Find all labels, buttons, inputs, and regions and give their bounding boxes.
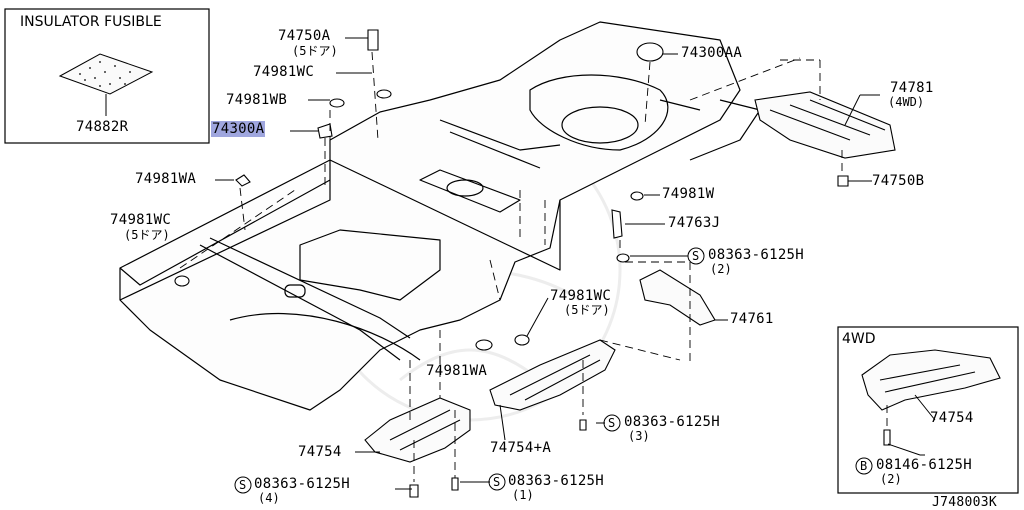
bolt-08363-r3-qty: (3) <box>628 429 650 443</box>
insulator-fusible-inset <box>4 8 210 144</box>
bolt-symbol-circles <box>234 247 873 494</box>
heat-shield-74754-drawing <box>364 397 471 463</box>
part-74981W: 74981W <box>662 186 715 202</box>
part-74754-4wd: 74754 <box>930 410 974 426</box>
74781-shield-drawing <box>754 91 896 159</box>
bolt-symbol-b4: S <box>239 478 247 492</box>
part-74981WC-mid-qualifier: (5ドア) <box>564 303 610 317</box>
part-74300A-highlighted[interactable]: 74300A <box>211 121 266 137</box>
bolt-08363-b1: 08363-6125H <box>508 473 605 489</box>
bolt-08363-r3: 08363-6125H <box>624 414 721 430</box>
part-74750A-qualifier: (5ドア) <box>292 44 338 58</box>
part-74300AA: 74300AA <box>681 45 743 61</box>
leader-lines <box>105 37 936 490</box>
part-74761: 74761 <box>730 311 774 327</box>
bolt-08363-b4-qty: (4) <box>258 491 280 505</box>
part-74754A: 74754+A <box>490 440 552 456</box>
part-74754: 74754 <box>298 444 342 460</box>
part-74300A-row: 74300A <box>211 121 266 137</box>
part-74763J: 74763J <box>668 215 721 231</box>
part-74882R: 74882R <box>76 119 129 135</box>
part-74781-qualifier: (4WD) <box>888 95 925 109</box>
part-74750A: 74750A <box>278 28 331 44</box>
floor-panel <box>119 21 761 411</box>
4wd-inset <box>837 326 1019 494</box>
bolt-symbol-r3: S <box>608 416 616 430</box>
bolt-08363-b4: 08363-6125H <box>254 476 351 492</box>
part-74981WB: 74981WB <box>226 92 288 108</box>
small-parts <box>174 29 891 498</box>
diagram-code: J748003K <box>932 495 998 510</box>
4wd-inset-title: 4WD <box>842 331 876 347</box>
part-74981WC-left-qualifier: (5ドア) <box>124 228 170 242</box>
bolt-08363-r1: 08363-6125H <box>708 247 805 263</box>
heat-shield-74761-drawing <box>639 269 716 326</box>
bolt-symbol-r1: S <box>692 249 700 263</box>
bolt-08146-4wd-qty: (2) <box>880 472 902 486</box>
part-74981WC-mid: 74981WC <box>550 288 612 304</box>
dashed-guides <box>179 51 888 482</box>
part-74781: 74781 <box>890 80 934 96</box>
insulator-fusible-title: INSULATOR FUSIBLE <box>20 14 162 30</box>
part-74981WA-mid: 74981WA <box>426 363 488 379</box>
part-74750B: 74750B <box>872 173 925 189</box>
heat-shield-4wd-drawing <box>861 349 1001 411</box>
bolt-08146-4wd: 08146-6125H <box>876 457 973 473</box>
part-74981WA-left: 74981WA <box>135 171 197 187</box>
part-74981WC-left: 74981WC <box>110 212 172 228</box>
bolt-symbol-4wd: B <box>860 459 868 473</box>
heat-shield-74754A-drawing <box>489 339 616 411</box>
bolt-08363-r1-qty: (2) <box>710 262 732 276</box>
bolt-symbol-b1: S <box>493 475 501 489</box>
bolt-08363-b1-qty: (1) <box>512 488 534 502</box>
part-74981WC-top: 74981WC <box>253 64 315 80</box>
